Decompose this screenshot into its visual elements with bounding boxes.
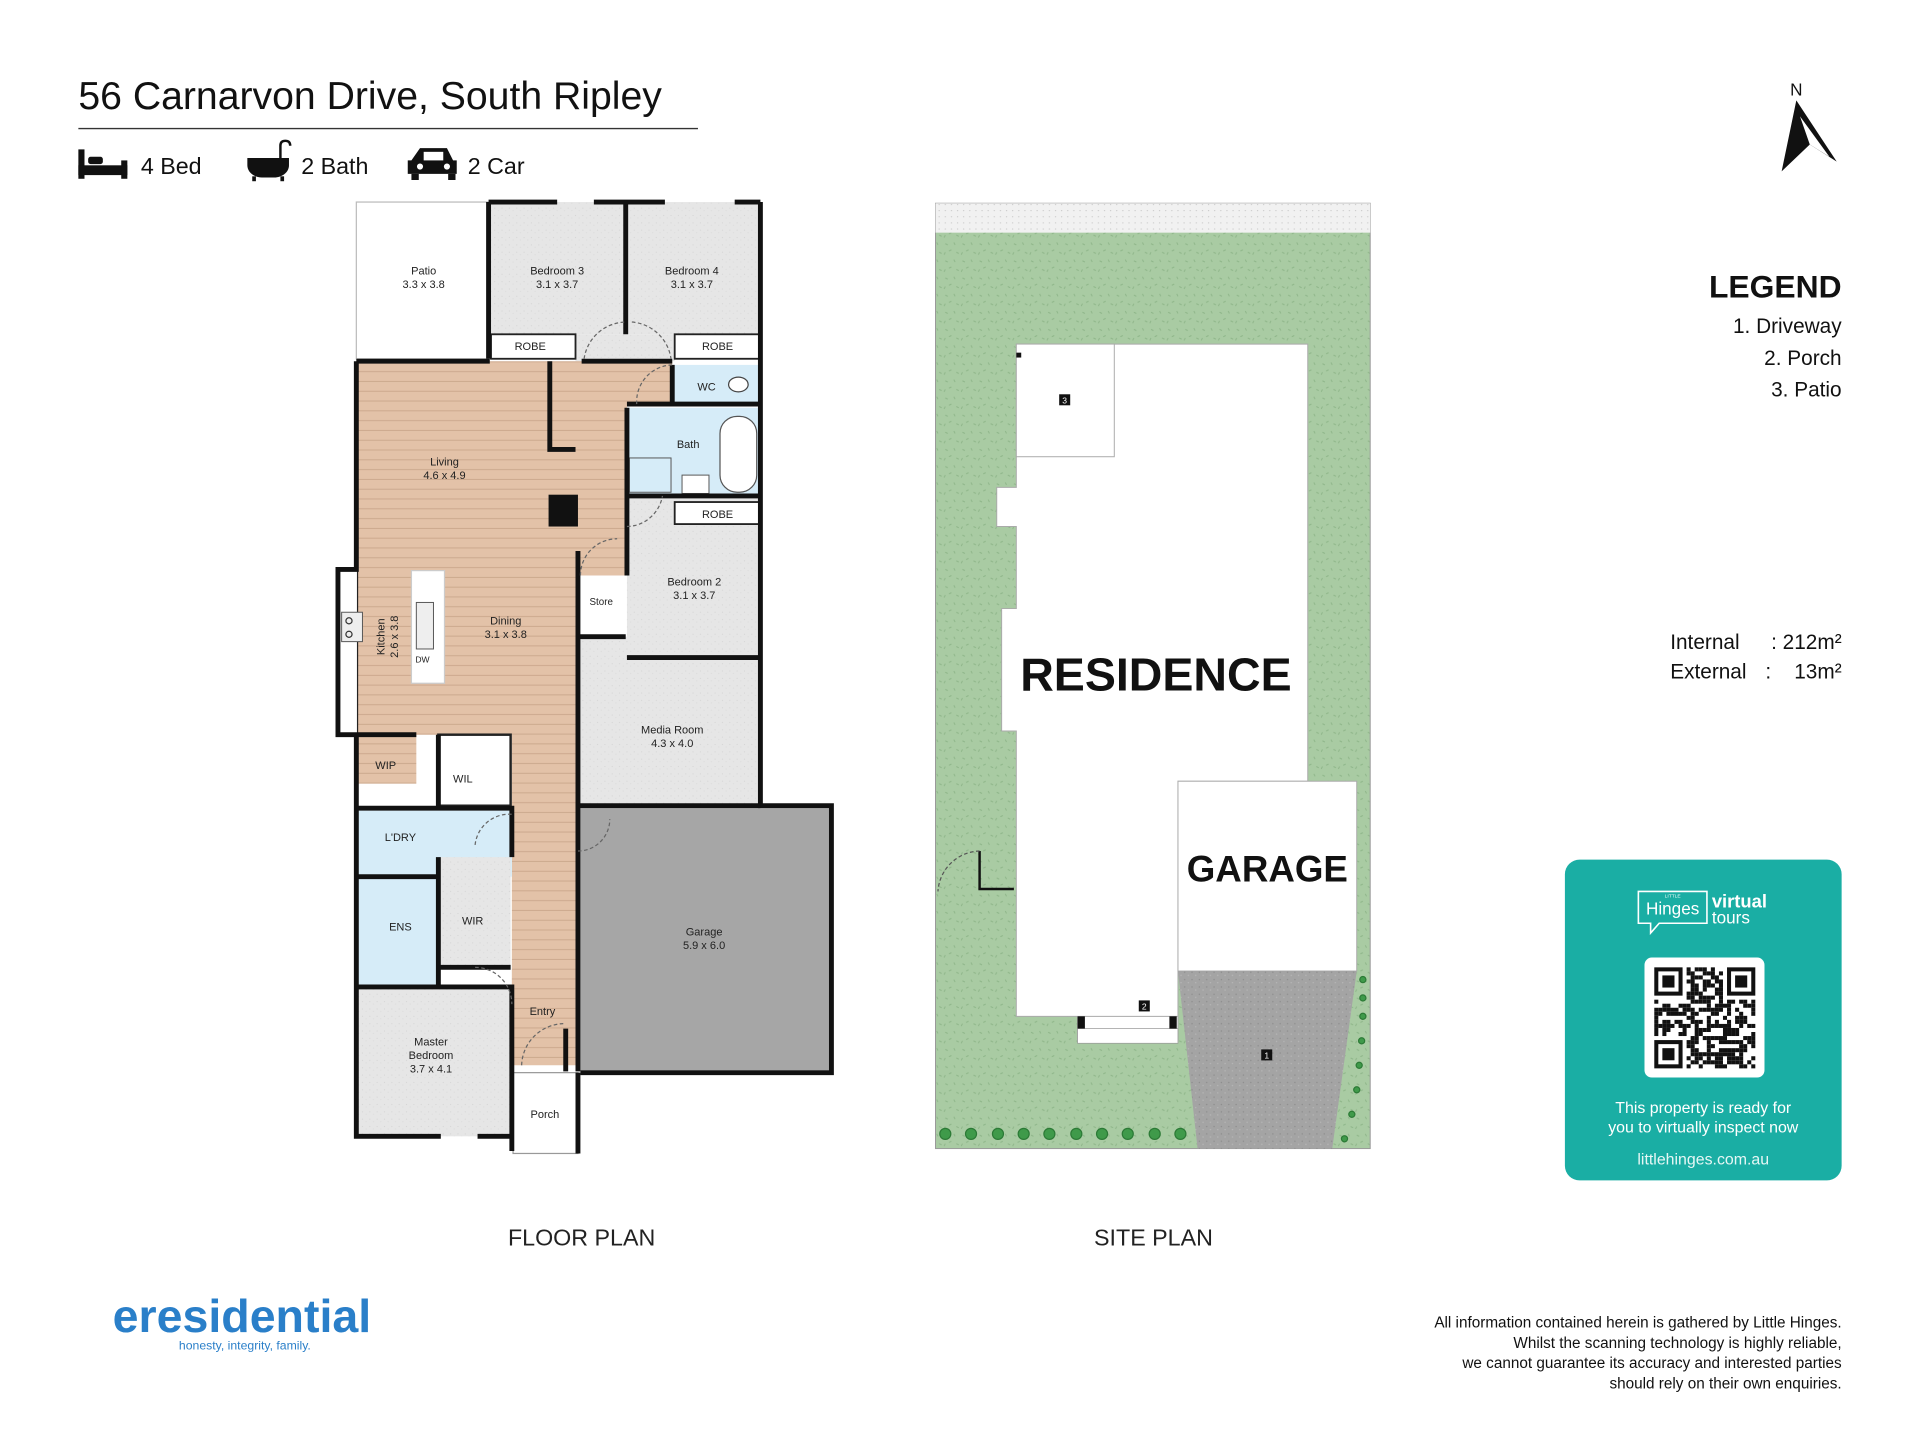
wc-label: WC	[697, 382, 715, 394]
svg-text:virtual: virtual	[1712, 890, 1767, 911]
kitchen-size: 2.6 x 3.8	[389, 616, 401, 658]
garage-site-label: GARAGE	[1187, 849, 1348, 890]
bath-icon	[247, 139, 292, 182]
legend-title: LEGEND	[1709, 269, 1842, 305]
external-label: External	[1670, 660, 1746, 683]
wir-area	[438, 857, 511, 968]
living-dining-floor	[356, 361, 673, 1066]
bedroom4-label: Bedroom 4	[665, 265, 719, 277]
master-size: 3.7 x 4.1	[410, 1064, 452, 1076]
bath-count: 2 Bath	[301, 153, 368, 179]
wip-label: WIP	[375, 760, 396, 772]
master-bedroom-area	[356, 986, 512, 1137]
bed-count: 4 Bed	[141, 153, 202, 179]
store-label: Store	[590, 597, 613, 608]
legend-item-driveway: 1. Driveway	[1733, 315, 1842, 338]
kitchen-label: Kitchen	[375, 618, 387, 655]
dining-size: 3.1 x 3.8	[485, 629, 527, 641]
site-plan: RESIDENCE GARAGE 1 2 3	[935, 202, 1371, 1150]
marker-patio: 3	[1062, 395, 1067, 405]
media-room-label: Media Room	[641, 724, 703, 736]
robe-label: ROBE	[702, 341, 733, 353]
patio-size: 3.3 x 3.8	[403, 279, 445, 291]
wil-label: WIL	[453, 773, 473, 785]
cooktop-icon	[341, 611, 363, 643]
living-label: Living	[430, 456, 459, 468]
shrubs	[939, 975, 1367, 1143]
dishwasher-label: DW	[415, 654, 430, 664]
patio-area	[355, 201, 490, 360]
tour-url-link[interactable]: littlehinges.com.au	[1637, 1151, 1769, 1168]
tour-text-line1: This property is ready for	[1615, 1100, 1792, 1117]
bathtub-icon	[719, 415, 758, 493]
robe-bed4	[673, 333, 762, 360]
porch-label: Porch	[531, 1109, 560, 1121]
wip-area	[356, 734, 417, 784]
wil-area	[437, 733, 512, 807]
bedroom3-area	[488, 202, 626, 335]
svg-text:Hinges: Hinges	[1646, 899, 1699, 919]
tour-text-line2: you to virtually inspect now	[1608, 1120, 1799, 1137]
media-room-size: 4.3 x 4.0	[651, 738, 693, 750]
disclaimer-line: All information contained herein is gath…	[1434, 1314, 1841, 1331]
dining-label: Dining	[490, 615, 521, 627]
north-label: N	[1790, 80, 1802, 100]
wir-label: WIR	[462, 915, 483, 927]
car-count: 2 Car	[468, 153, 525, 179]
floor-plan-caption: FLOOR PLAN	[508, 1224, 655, 1250]
page-title: 56 Carnarvon Drive, South Ripley	[78, 75, 662, 118]
svg-text:eresidential: eresidential	[113, 1290, 372, 1342]
eresidential-logo: eresidential honesty, integrity, family.	[113, 1290, 372, 1352]
garage-label: Garage	[686, 927, 723, 939]
north-arrow-icon	[1781, 100, 1837, 172]
bed-icon	[78, 149, 128, 179]
robe-label: ROBE	[702, 509, 733, 521]
bedroom2-label: Bedroom 2	[667, 576, 721, 588]
site-plan-caption: SITE PLAN	[1094, 1224, 1213, 1250]
bath-label: Bath	[677, 439, 700, 451]
virtual-tour-card[interactable]: LITTLE Hinges virtual tours This propert…	[1564, 859, 1842, 1181]
media-room-area	[577, 636, 761, 806]
svg-text:tours: tours	[1712, 907, 1750, 927]
disclaimer-line: should rely on their own enquiries.	[1609, 1376, 1841, 1393]
svg-text:honesty, integrity, family.: honesty, integrity, family.	[179, 1338, 311, 1352]
ensuite-area	[356, 876, 439, 987]
garage-area	[580, 808, 829, 1071]
disclaimer-line: we cannot guarantee its accuracy and int…	[1461, 1355, 1842, 1372]
legend-item-patio: 3. Patio	[1771, 379, 1842, 402]
disclaimer-line: Whilst the scanning technology is highly…	[1513, 1335, 1841, 1352]
marker-porch: 2	[1142, 1002, 1147, 1012]
bedroom4-size: 3.1 x 3.7	[671, 279, 713, 291]
living-size: 4.6 x 4.9	[423, 470, 465, 482]
bedroom2-size: 3.1 x 3.7	[673, 590, 715, 602]
internal-value: : 212m²	[1771, 631, 1842, 654]
floor-plan: Patio 3.3 x 3.8 Bedroom 3 3.1 x 3.7 Bedr…	[335, 199, 834, 1155]
entry-label: Entry	[530, 1006, 556, 1018]
qr-code[interactable]	[1654, 967, 1756, 1069]
little-hinges-logo: LITTLE Hinges virtual tours	[1637, 890, 1767, 936]
car-icon	[407, 148, 457, 180]
sink-icon	[415, 601, 434, 650]
site-garage	[1177, 780, 1358, 972]
master-label-2: Bedroom	[409, 1050, 454, 1062]
bedroom4-area	[625, 202, 761, 335]
porch-area	[512, 1072, 579, 1155]
patio-label: Patio	[411, 265, 436, 277]
residence-label: RESIDENCE	[1020, 649, 1291, 701]
footpath	[935, 203, 1371, 233]
legend-item-porch: 2. Porch	[1764, 347, 1841, 370]
robe-label: ROBE	[515, 341, 546, 353]
internal-label: Internal	[1670, 631, 1739, 654]
bedroom3-label: Bedroom 3	[530, 265, 584, 277]
marker-driveway: 1	[1264, 1051, 1269, 1061]
ensuite-label: ENS	[389, 922, 412, 934]
garage-size: 5.9 x 6.0	[683, 940, 725, 952]
bedroom3-size: 3.1 x 3.7	[536, 279, 578, 291]
svg-text:LITTLE: LITTLE	[1665, 894, 1682, 900]
master-label-1: Master	[414, 1037, 448, 1049]
laundry-label: L'DRY	[385, 832, 417, 844]
external-value: : 13m²	[1765, 660, 1841, 683]
